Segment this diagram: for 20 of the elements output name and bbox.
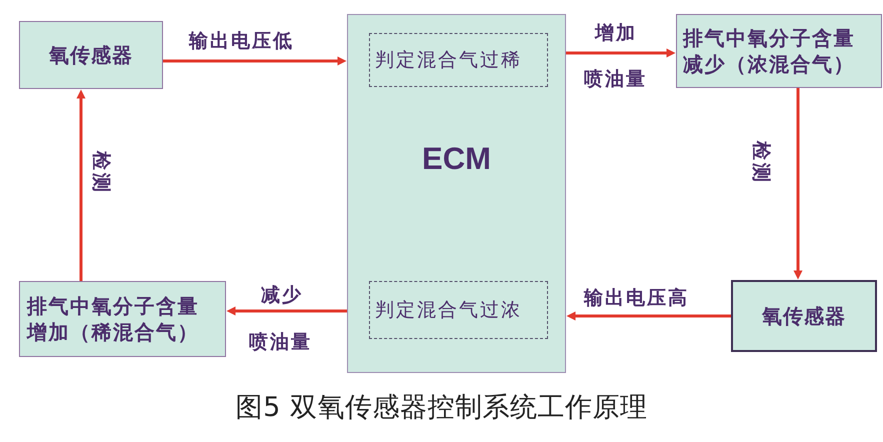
figure-caption: 图5 双氧传感器控制系统工作原理: [236, 392, 648, 424]
sensor-box: 氧传感器: [19, 21, 163, 89]
arrow: [566, 312, 731, 320]
box-title: ECM: [422, 141, 491, 177]
edge-label: 输出电压低: [189, 29, 294, 53]
ecm-box: [347, 14, 566, 373]
decision-box: 判定混合气过稀: [369, 33, 548, 87]
arrow: [163, 56, 346, 66]
sensor-box: 氧传感器: [731, 280, 877, 352]
decision-box: 判定混合气过浓: [369, 281, 548, 339]
arrow: [76, 90, 86, 281]
note-text: 喷油量: [249, 330, 312, 354]
arrow: [566, 48, 676, 58]
arrow: [226, 306, 347, 316]
process-box: 排气中氧分子含量减少（浓混合气）: [676, 14, 882, 88]
edge-label: 输出电压高: [584, 286, 689, 310]
edge-label: 减少: [261, 283, 303, 307]
process-box: 排气中氧分子含量增加（稀混合气）: [19, 281, 226, 357]
note-text: 喷油量: [584, 67, 647, 91]
arrow: [794, 88, 802, 280]
